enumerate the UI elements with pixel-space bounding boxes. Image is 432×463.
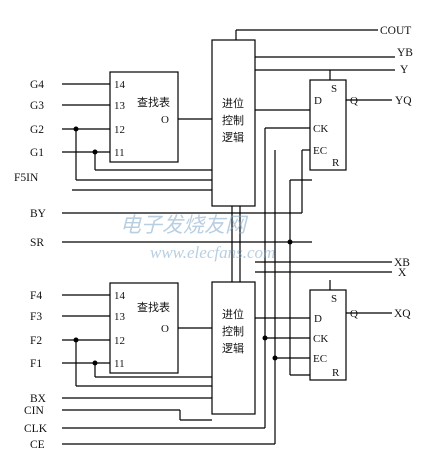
lut-top-pin-14: 14 <box>114 79 126 91</box>
lut-top-pin-11: 11 <box>114 147 125 159</box>
lut-bottom-title: 查找表 <box>137 300 170 314</box>
input-f2: F2 <box>30 335 42 347</box>
output-xb: XB <box>394 257 410 269</box>
ff-bottom-s: S <box>331 293 337 305</box>
input-g3: G3 <box>30 100 44 112</box>
input-sr: SR <box>30 237 44 249</box>
lut-top-pin-13: 13 <box>114 100 126 112</box>
ff-top-d: D <box>314 95 322 107</box>
input-clk: CLK <box>24 423 48 435</box>
output-yq: YQ <box>395 95 412 107</box>
output-yb: YB <box>397 47 413 59</box>
output-xq: XQ <box>394 308 411 320</box>
ff-top-s: S <box>331 83 337 95</box>
input-g1: G1 <box>30 147 44 159</box>
lut-bottom: 14 13 12 11 查找表 O <box>109 282 179 374</box>
output-x: X <box>398 267 407 279</box>
input-by: BY <box>30 208 47 220</box>
ff-bottom-q: Q <box>350 308 358 320</box>
carry-bottom-line-2: 控制 <box>222 324 244 338</box>
input-f4: F4 <box>30 290 42 302</box>
carry-top-line-1: 进位 <box>222 96 244 110</box>
carry-top-line-2: 控制 <box>222 113 244 127</box>
lut-bottom-pin-12: 12 <box>114 335 125 347</box>
carry-top-line-3: 逻辑 <box>222 130 244 144</box>
lut-top-output-pin: O <box>161 114 169 126</box>
ff-top-r: R <box>332 157 340 169</box>
watermark-url: www.elecfans.com <box>150 243 275 262</box>
input-f3: F3 <box>30 311 42 323</box>
wires <box>62 29 395 445</box>
ff-bottom-r: R <box>332 367 340 379</box>
junction-dots <box>73 126 293 366</box>
lut-bottom-pin-13: 13 <box>114 311 126 323</box>
ff-bottom-ec: EC <box>313 353 327 365</box>
input-cin: CIN <box>24 405 45 417</box>
watermark: 电子发烧友网 www.elecfans.com <box>120 213 275 262</box>
output-y: Y <box>400 64 409 76</box>
ff-top-q: Q <box>350 95 358 107</box>
flipflop-bottom: D S Q CK EC R <box>309 289 358 381</box>
carry-logic-top: 进位 控制 逻辑 <box>211 39 256 207</box>
flipflop-top: D S Q CK EC R <box>309 79 358 171</box>
carry-bottom-line-1: 进位 <box>222 307 244 321</box>
carry-logic-bottom: 进位 控制 逻辑 <box>211 281 256 415</box>
lut-bottom-pin-11: 11 <box>114 358 125 370</box>
ff-top-ck: CK <box>313 123 328 135</box>
lut-bottom-output-pin: O <box>161 323 169 335</box>
input-g2: G2 <box>30 124 44 136</box>
lut-top-title: 查找表 <box>137 95 170 109</box>
ff-top-ec: EC <box>313 145 327 157</box>
input-bx: BX <box>30 393 47 405</box>
input-f1: F1 <box>30 358 42 370</box>
ff-bottom-d: D <box>314 313 322 325</box>
lut-bottom-pin-14: 14 <box>114 290 126 302</box>
input-ce: CE <box>30 439 45 451</box>
lut-top: 14 13 12 11 查找表 O <box>109 71 179 163</box>
input-f5in: F5IN <box>14 172 39 184</box>
watermark-cn: 电子发烧友网 <box>120 213 249 237</box>
output-cout: COUT <box>380 25 411 37</box>
carry-bottom-line-3: 逻辑 <box>222 341 244 355</box>
input-g4: G4 <box>30 79 44 91</box>
lut-top-pin-12: 12 <box>114 124 125 136</box>
ff-bottom-ck: CK <box>313 333 328 345</box>
